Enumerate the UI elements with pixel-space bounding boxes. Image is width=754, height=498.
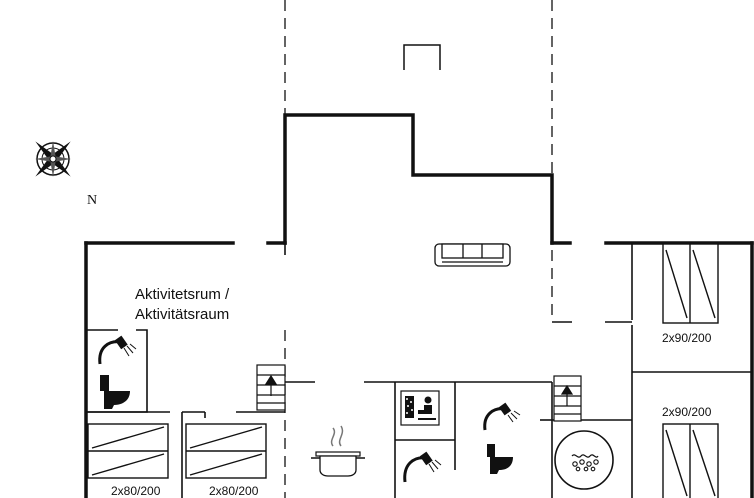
compass-icon — [35, 141, 71, 177]
shower-icon — [98, 335, 137, 365]
sauna-icon — [400, 390, 440, 426]
shower-icon — [483, 402, 521, 431]
bed-icon — [662, 243, 719, 324]
cooking-pot-icon — [311, 425, 365, 477]
north-label: N — [87, 193, 97, 208]
bed-size-label: 2x90/200 — [662, 331, 712, 345]
activity-room-label-1: Aktivitetsrum / — [135, 286, 230, 303]
stairs-icon — [256, 364, 286, 411]
hot-tub-icon — [554, 430, 614, 490]
bed-size-label: 2x90/200 — [662, 405, 712, 419]
shower-icon — [403, 451, 442, 483]
activity-room-label-2: Aktivitätsraum — [135, 306, 229, 323]
toilet-icon — [487, 444, 513, 474]
toilet-icon — [100, 375, 130, 409]
outdoor-feature-outline — [403, 44, 441, 70]
interior-walls — [86, 243, 752, 498]
bed-icon — [662, 423, 719, 498]
bed-size-label: 2x80/200 — [111, 484, 161, 498]
sofa-icon — [434, 243, 511, 267]
terrace-outline — [284, 0, 553, 498]
exterior-walls — [84, 113, 754, 498]
stairs-icon — [553, 375, 582, 422]
bed-icon — [87, 423, 169, 479]
bed-size-label: 2x80/200 — [209, 484, 259, 498]
bed-icon — [185, 423, 267, 479]
